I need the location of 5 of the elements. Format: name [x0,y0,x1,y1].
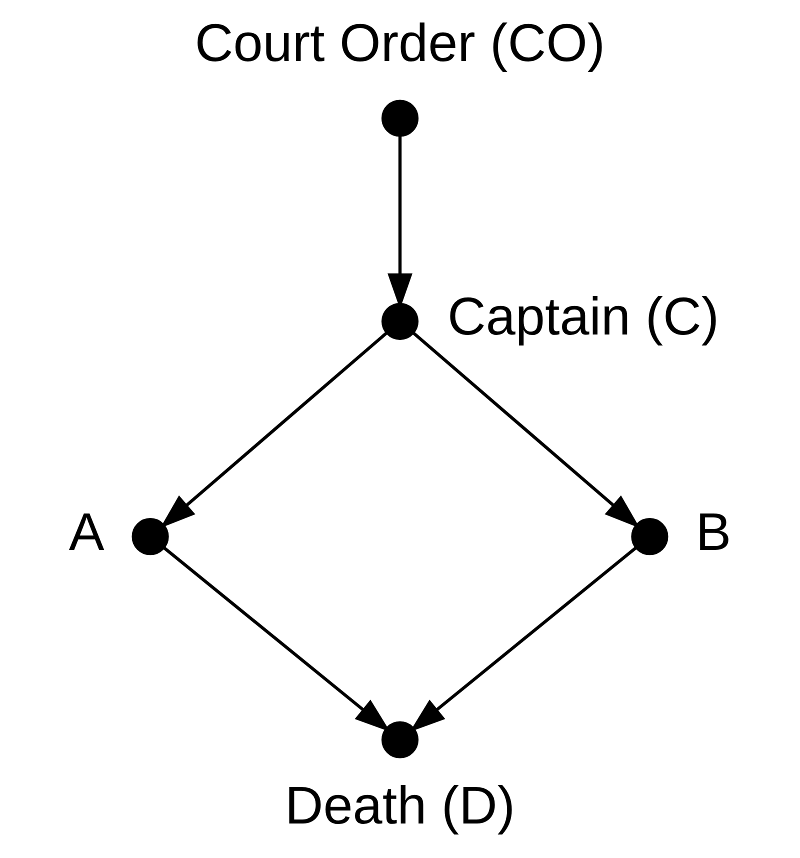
node-label: Death (D) [284,776,516,836]
node-label: Court Order (CO) [194,14,606,74]
node-label: B [696,502,732,562]
node-label: A [68,502,104,562]
node-label: Captain (C) [448,288,720,347]
